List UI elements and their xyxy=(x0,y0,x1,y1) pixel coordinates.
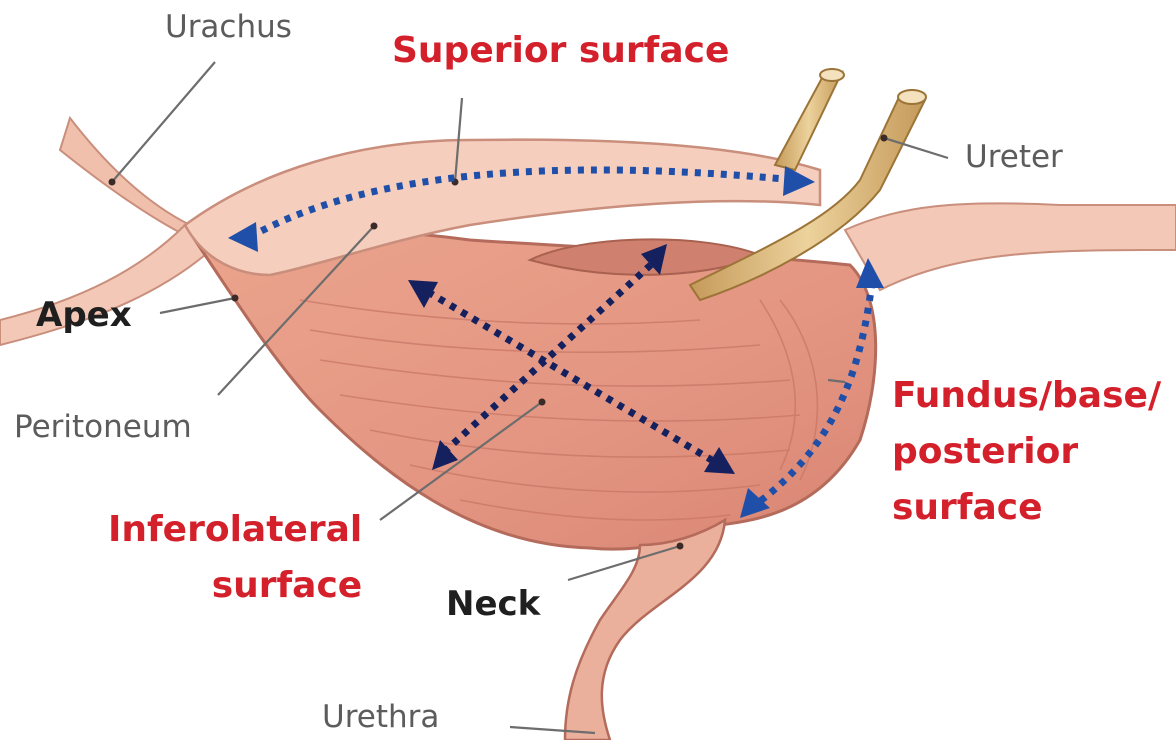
label-neck: Neck xyxy=(446,585,540,624)
label-fundus-line-2: posterior xyxy=(892,424,1161,480)
peritoneum-right xyxy=(845,203,1176,290)
label-peritoneum: Peritoneum xyxy=(14,410,192,446)
label-inferolateral-line-1: Inferolateral xyxy=(108,502,362,558)
label-apex: Apex xyxy=(36,296,132,335)
label-superior-surface: Superior surface xyxy=(392,30,729,71)
label-urachus: Urachus xyxy=(165,10,292,46)
label-inferolateral: Inferolateral surface xyxy=(108,502,362,614)
label-ureter: Ureter xyxy=(965,140,1063,176)
neck-urethra xyxy=(565,520,725,740)
label-inferolateral-line-2: surface xyxy=(108,558,362,614)
label-urethra: Urethra xyxy=(322,700,439,736)
label-fundus: Fundus/base/ posterior surface xyxy=(892,368,1161,536)
label-fundus-line-3: surface xyxy=(892,480,1161,536)
label-fundus-line-1: Fundus/base/ xyxy=(892,368,1161,424)
